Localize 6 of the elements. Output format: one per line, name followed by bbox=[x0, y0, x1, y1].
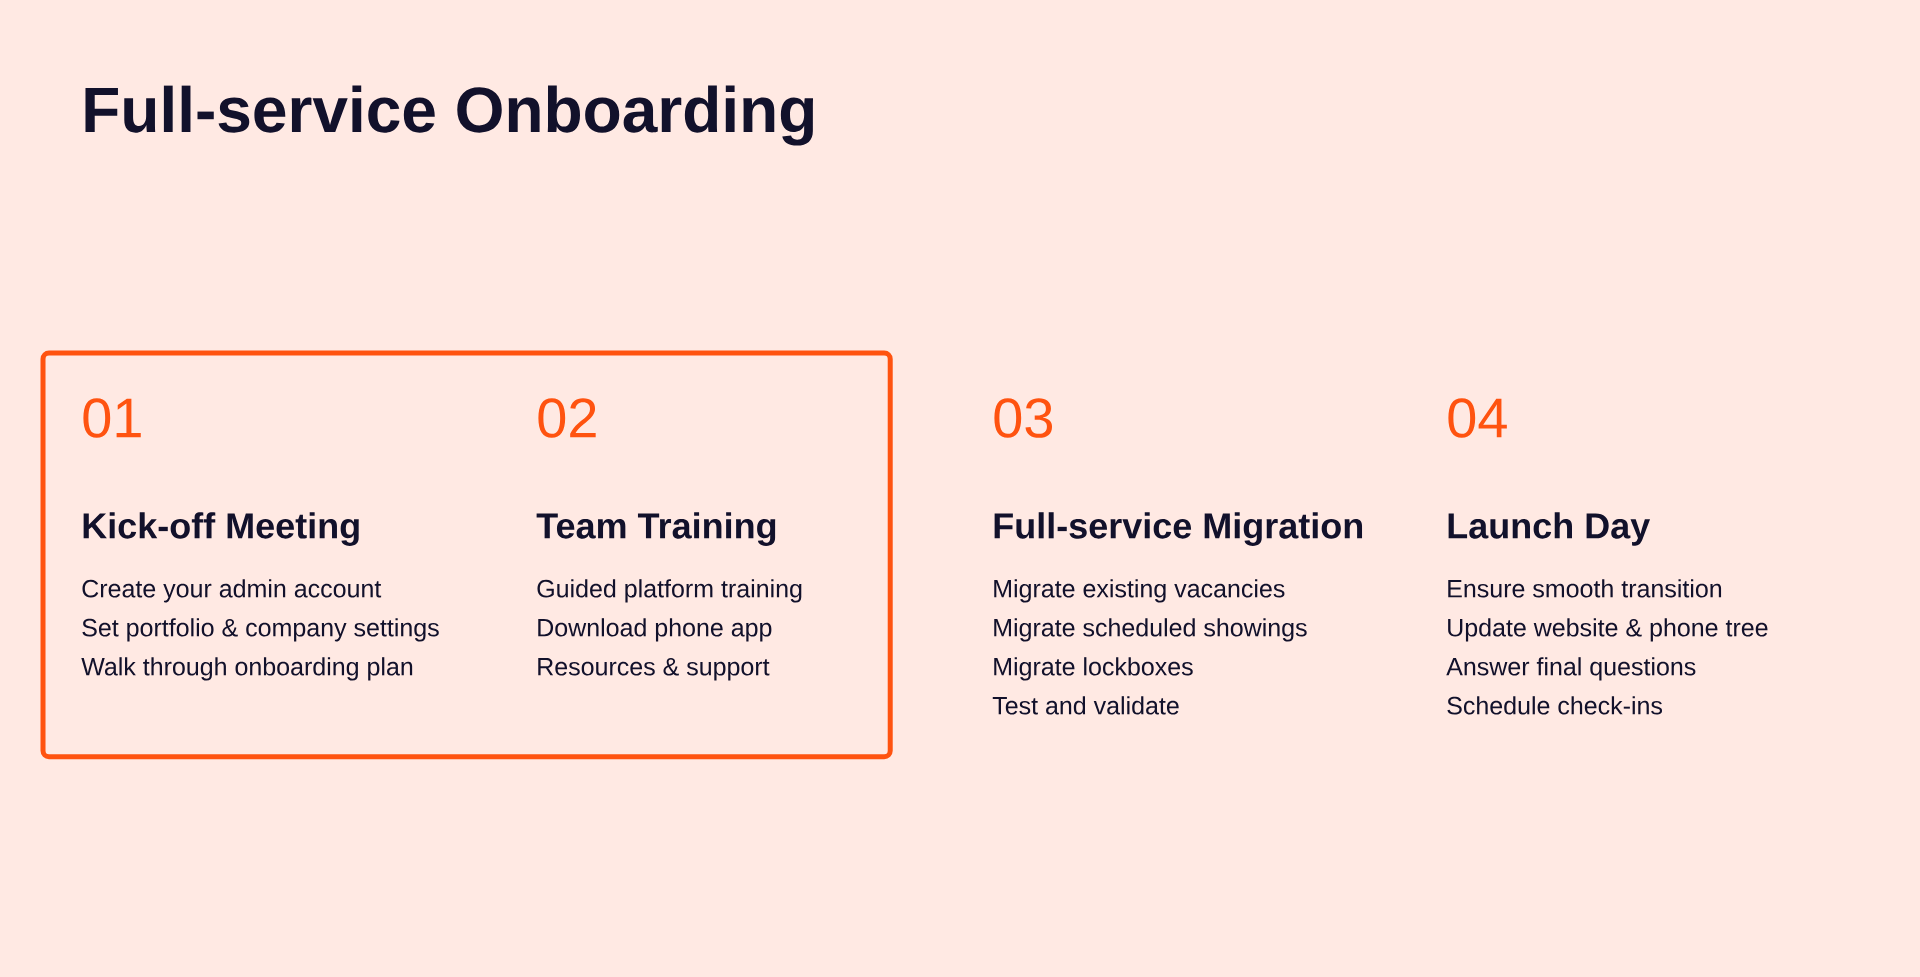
step-column: 02 Team Training Guided platform training Download phone app Resources & support bbox=[536, 398, 802, 681]
highlight-box bbox=[40, 350, 893, 760]
step-column: 04 Launch Day Ensure smooth transition Update website & phone tree Answer final questions Schedule check-ins bbox=[1446, 398, 1768, 715]
title: Full-service Onboarding bbox=[85, 85, 814, 146]
step-column: 01 Kick-off Meeting Create your admin account Set portfolio & company settings Walk through onboarding plan bbox=[81, 398, 439, 681]
step-column: 03 Full-service Migration Migrate existing vacancies Migrate scheduled showings Migrate lockboxes Test and validate bbox=[992, 398, 1363, 715]
